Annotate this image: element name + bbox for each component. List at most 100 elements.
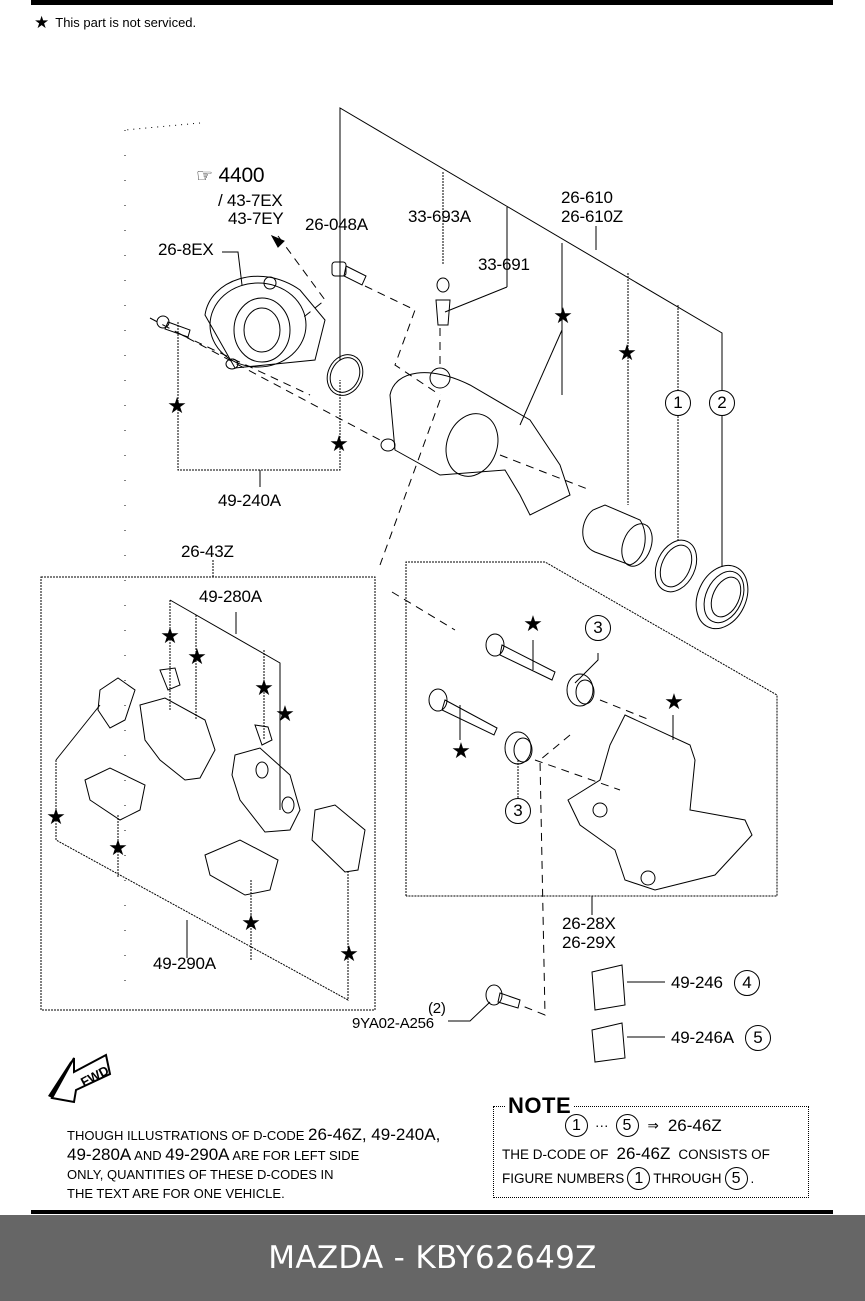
pin-boot-lower-part xyxy=(504,731,533,765)
part-label-26-610Z[interactable]: 26-610Z xyxy=(561,207,623,226)
note-text: . xyxy=(750,1171,755,1186)
figure-number-1: 1 xyxy=(665,390,691,416)
forward-direction-indicator: FWD xyxy=(44,1050,114,1110)
part-quantity-9YA02: (2) xyxy=(428,1000,446,1017)
note-title: NOTE xyxy=(505,1093,575,1119)
figure-number-4: 4 xyxy=(734,970,760,996)
exploded-diagram xyxy=(40,107,778,1063)
part-label-33-691[interactable]: 33-691 xyxy=(478,255,530,274)
part-label-49-246A[interactable]: 49-246A xyxy=(671,1028,734,1047)
top-border xyxy=(31,0,833,5)
pointing-hand-icon: ☞ xyxy=(196,166,213,187)
disclaimer-codes: 26-46Z, 49-240A, xyxy=(308,1125,441,1144)
star-icon: ★ xyxy=(160,623,180,648)
figure-number-5: 5 xyxy=(745,1025,771,1051)
pad-wear-indicator-part xyxy=(591,964,626,1063)
mounting-bolt-part xyxy=(485,984,521,1009)
dust-boot-part xyxy=(695,564,749,630)
star-icon: ★ xyxy=(553,303,573,328)
part-label-26-28X[interactable]: 26-28X xyxy=(562,914,616,933)
piston-seal-part xyxy=(654,539,698,593)
note-text: CONSISTS OF xyxy=(678,1146,770,1162)
note-circle-start: 1 xyxy=(627,1167,651,1190)
disclaimer-text: THE TEXT ARE FOR ONE VEHICLE. xyxy=(67,1186,285,1201)
brake-pad-outer-part xyxy=(231,747,301,833)
disclaimer-text: AND xyxy=(131,1148,166,1163)
disclaimer-code: 49-280A xyxy=(67,1145,132,1164)
part-label-26-29X[interactable]: 26-29X xyxy=(562,933,616,952)
note-line-3: FIGURE NUMBERS 1 THROUGH 5 . xyxy=(502,1167,754,1190)
disclaimer-text: ONLY, QUANTITIES OF THESE D-CODES IN xyxy=(67,1167,334,1182)
part-label-26-43Z[interactable]: 26-43Z xyxy=(181,542,234,561)
part-label-49-246[interactable]: 49-246 xyxy=(671,973,723,992)
star-icon: ★ xyxy=(167,393,187,418)
illustration-disclaimer: THOUGH ILLUSTRATIONS OF D-CODE 26-46Z, 4… xyxy=(67,1125,467,1203)
shim-part xyxy=(97,677,366,873)
star-icon: ★ xyxy=(254,675,274,700)
reference-code-1: / 43-7EX xyxy=(218,191,283,210)
part-label-49-240A[interactable]: 49-240A xyxy=(218,491,281,510)
caliper-body-part xyxy=(380,367,571,516)
slide-pin-lower-part xyxy=(428,688,498,736)
reference-code-2: 43-7EY xyxy=(228,209,284,228)
figure-number-3-upper: 3 xyxy=(585,615,611,641)
figure-number-3-lower: 3 xyxy=(505,798,531,824)
note-ellipsis: ··· xyxy=(595,1118,609,1133)
note-text: THROUGH xyxy=(653,1171,722,1186)
note-code: 26-46Z xyxy=(616,1144,671,1163)
guide-bolt-part xyxy=(156,315,191,338)
bleeder-cap-part xyxy=(435,277,451,326)
note-text: FIGURE NUMBERS xyxy=(502,1171,625,1186)
part-label-9YA02-A256[interactable]: 9YA02-A256 xyxy=(352,1015,434,1032)
slide-pin-upper-part xyxy=(485,633,556,681)
disclaimer-text: THOUGH ILLUSTRATIONS OF D-CODE xyxy=(67,1128,308,1143)
part-label-26-048A[interactable]: 26-048A xyxy=(305,215,368,234)
footer-banner: MAZDA - KBY62649Z xyxy=(0,1215,865,1301)
part-label-49-280A[interactable]: 49-280A xyxy=(199,587,262,606)
bleeder-bolt-part xyxy=(331,261,367,286)
reference-number: 4400 xyxy=(218,164,265,187)
star-icon: ★ xyxy=(339,941,359,966)
caliper-bracket-part xyxy=(567,714,753,891)
part-label-26-8EX[interactable]: 26-8EX xyxy=(158,240,214,259)
reference-arrow-icon xyxy=(270,234,285,248)
disclaimer-code: 49-290A xyxy=(165,1145,230,1164)
star-icon: ★ xyxy=(329,431,349,456)
disclaimer-text: ARE FOR LEFT SIDE xyxy=(229,1148,360,1163)
note-line-2: THE D-CODE OF 26-46Z CONSISTS OF xyxy=(502,1144,770,1164)
star-icon: ★ xyxy=(617,340,637,365)
bottom-border xyxy=(31,1210,833,1214)
leader-lines xyxy=(40,107,778,1038)
o-ring-part xyxy=(326,354,364,396)
legend: ★ This part is not serviced. xyxy=(34,14,196,31)
note-box xyxy=(493,1106,809,1198)
part-number-title: MAZDA - KBY62649Z xyxy=(268,1240,597,1276)
pad-clip-part xyxy=(84,667,279,896)
fwd-arrow-icon: FWD xyxy=(48,1053,111,1104)
star-icon: ★ xyxy=(34,13,50,32)
note-circle-end: 5 xyxy=(615,1114,639,1137)
note-circle-end: 5 xyxy=(724,1167,748,1190)
legend-text: This part is not serviced. xyxy=(55,15,197,30)
note-circle-start: 1 xyxy=(565,1114,588,1137)
part-label-26-610[interactable]: 26-610 xyxy=(561,188,613,207)
star-icon: ★ xyxy=(241,910,261,935)
note-code: 26-46Z xyxy=(667,1115,722,1135)
piston-part xyxy=(582,504,653,567)
brake-pad-inner-part xyxy=(139,697,216,781)
part-label-33-693A[interactable]: 33-693A xyxy=(408,207,471,226)
pin-boot-upper-part xyxy=(566,673,595,707)
note-text: THE D-CODE OF xyxy=(502,1146,609,1162)
star-icon: ★ xyxy=(451,738,471,763)
star-icon: ★ xyxy=(108,835,128,860)
star-icon: ★ xyxy=(275,701,295,726)
arrow-right-icon: ⇒ xyxy=(647,1117,659,1133)
note-range-line: 1 ··· 5 ⇒ 26-46Z xyxy=(565,1114,722,1137)
figure-number-2: 2 xyxy=(709,390,735,416)
caliper-housing-part xyxy=(204,275,326,370)
reference-callout: ☞ 4400 xyxy=(196,164,265,187)
part-label-49-290A[interactable]: 49-290A xyxy=(153,954,216,973)
star-icon: ★ xyxy=(664,689,684,714)
star-icon: ★ xyxy=(523,611,543,636)
star-icon: ★ xyxy=(46,804,66,829)
